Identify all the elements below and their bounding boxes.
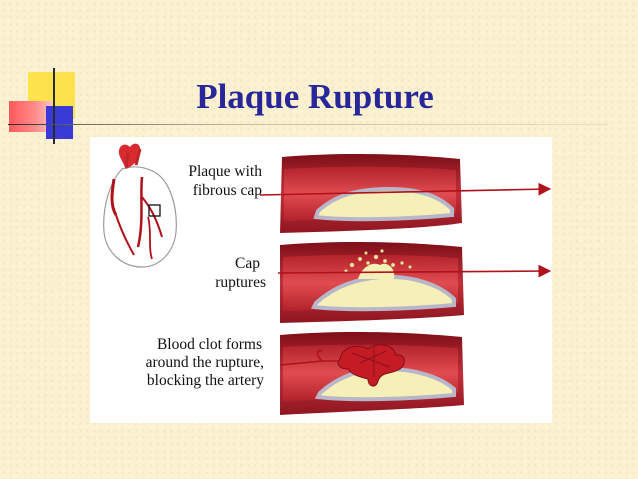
- stage-3-label-line-1: Blood clot forms: [157, 336, 262, 353]
- decor-vertical-line: [53, 68, 55, 144]
- plaque-rupture-diagram: Plaque with fibrous cap Cap ruptures: [103, 143, 552, 415]
- decor-blue-square: [46, 106, 73, 139]
- stage-3-label-line-3: blocking the artery: [147, 372, 264, 389]
- zoom-box-icon: [148, 204, 161, 217]
- title-underline: [8, 124, 608, 125]
- stage-3-clot: Blood clot forms around the rupture, blo…: [146, 331, 464, 415]
- flow-arrow-icon: [279, 349, 340, 366]
- stage-1-plaque: Plaque with fibrous cap: [188, 153, 552, 233]
- stage-2-label-line-1: Cap: [235, 255, 260, 272]
- slide-title: Plaque Rupture: [196, 77, 434, 116]
- diagram-panel: Plaque with fibrous cap Cap ruptures: [90, 137, 552, 423]
- stage-1-label-line-1: Plaque with: [188, 163, 262, 180]
- stage-2-rupture: Cap ruptures: [215, 241, 552, 323]
- stage-1-label-line-2: fibrous cap: [193, 182, 263, 199]
- flow-arrow-icon: [259, 182, 552, 196]
- decor-red-square: [9, 101, 52, 132]
- heart-icon: [103, 143, 177, 268]
- flow-arrow-icon: [277, 264, 552, 278]
- stage-2-label-line-2: ruptures: [215, 274, 266, 291]
- stage-3-label-line-2: around the rupture,: [146, 354, 264, 371]
